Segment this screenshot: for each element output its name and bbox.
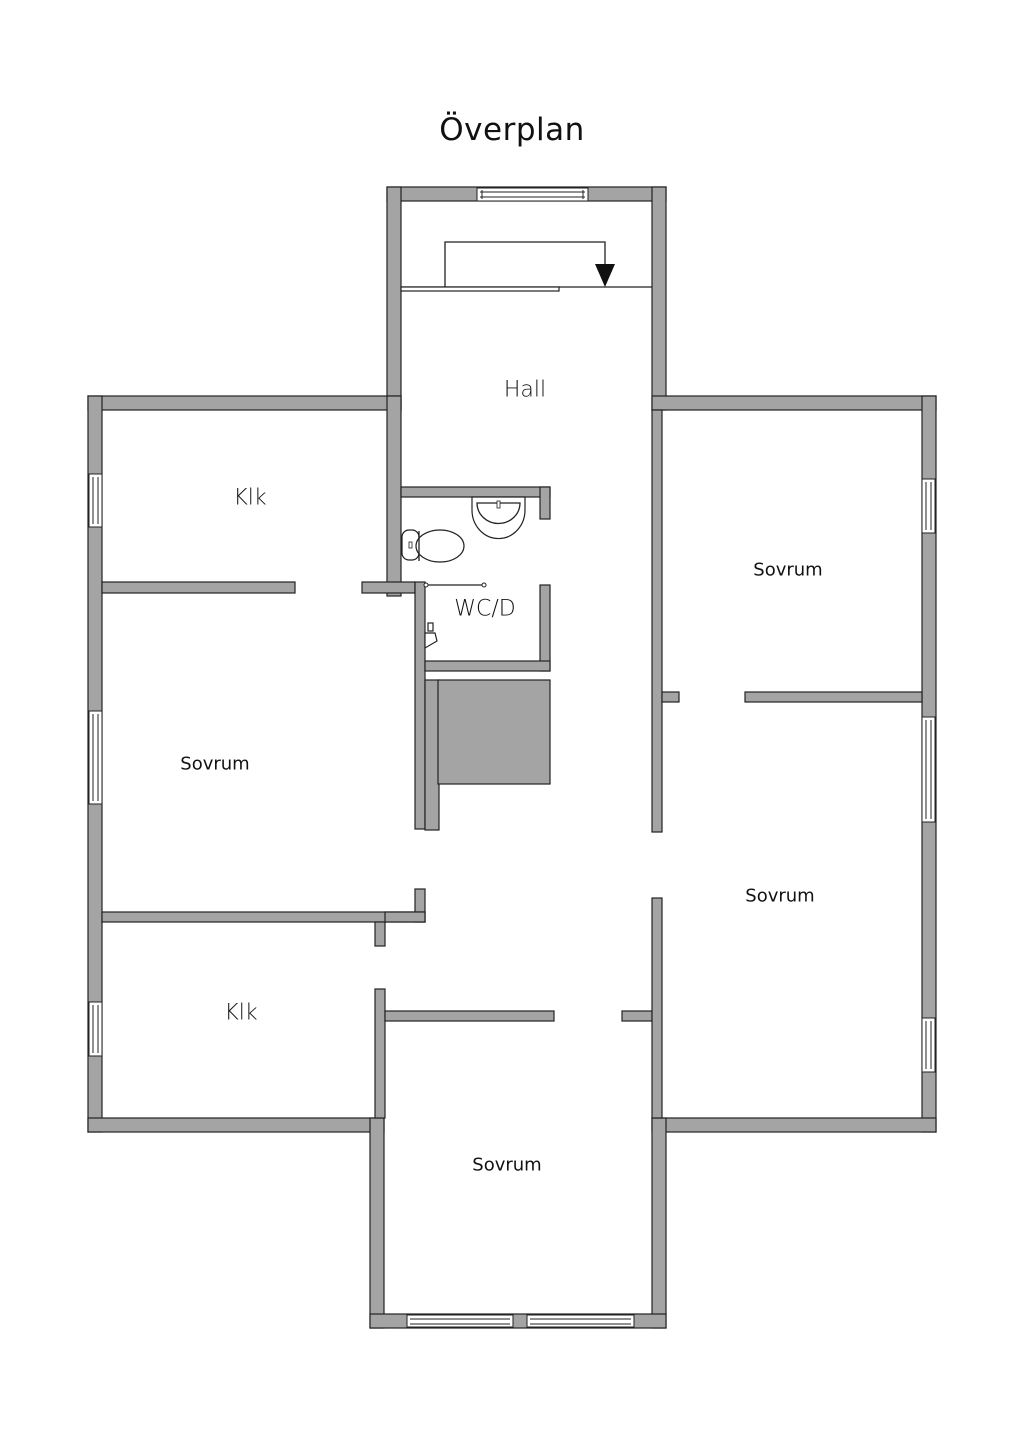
room-label-sovrum-bottom: Sovrum (472, 1154, 542, 1176)
window-icon (406, 1314, 514, 1328)
window-icon (526, 1314, 635, 1328)
plan-title: Överplan (439, 112, 585, 148)
window-icon (88, 1001, 103, 1057)
toilet-icon (401, 529, 465, 563)
room-label-hall: Hall (503, 377, 547, 403)
room-label-klk-top: Klk (233, 485, 267, 511)
room-label-wc: WC/D (454, 596, 516, 622)
room-label-sovrum-left: Sovrum (180, 753, 250, 775)
windows (88, 187, 936, 1328)
stairwell-block (424, 679, 551, 831)
window-icon (921, 1017, 936, 1073)
window-icon (88, 710, 103, 805)
sink-icon (471, 496, 526, 540)
room-label-sovrum-top-right: Sovrum (753, 559, 823, 581)
window-icon (921, 478, 936, 534)
shower-icon (423, 582, 487, 650)
room-label-sovrum-right: Sovrum (745, 885, 815, 907)
window-icon (476, 187, 589, 202)
stair-down-arrow-icon (400, 241, 652, 292)
window-icon (921, 716, 936, 823)
room-label-klk-bottom: Klk (224, 1000, 258, 1026)
window-icon (88, 473, 103, 528)
